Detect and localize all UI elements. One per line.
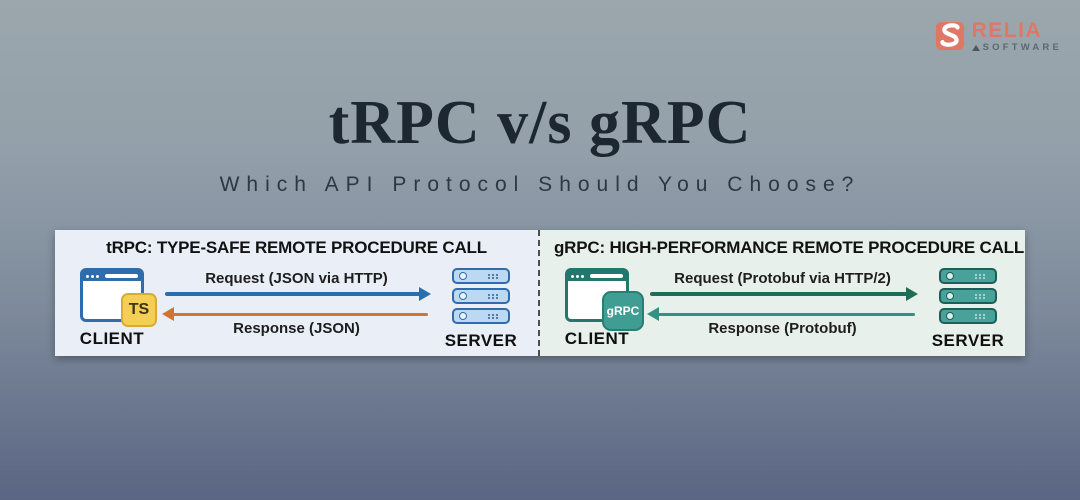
server-dots [488,314,490,316]
server-unit [939,288,997,304]
titlebar-dot [576,274,579,278]
server-led [459,312,467,320]
server-dots [488,294,490,296]
server-dots [975,314,977,316]
server-led [946,272,954,280]
grpc-arrows: Request (Protobuf via HTTP/2) Response (… [640,270,925,351]
client-label: CLIENT [79,329,145,348]
browser-window-icon: gRPC [565,268,644,331]
relia-s-icon [935,22,964,51]
page-title: tRPC v/s gRPC [328,89,752,157]
server-led [459,292,467,300]
server-stack-icon [452,268,510,324]
server-label: SERVER [931,331,1005,350]
window-titlebar [83,271,141,281]
server-dots [975,294,977,296]
server-unit [939,268,997,284]
grpc-server: SERVER [925,268,1011,351]
response-arrow-icon [165,312,428,316]
client-label: CLIENT [564,329,630,348]
logo-triangle-icon [971,44,980,51]
server-dots [488,274,490,276]
grpc-heading: gRPC: HIGH-PERFORMANCE REMOTE PROCEDURE … [554,238,1025,257]
server-unit [452,308,510,324]
trpc-flow: TS CLIENT Request (JSON via HTTP) Respon… [69,268,524,351]
titlebar-dot [86,274,89,278]
grpc-response-label: Response (Protobuf) [708,320,857,337]
server-stack-icon [939,268,997,324]
titlebar-bar [105,274,138,278]
page-subtitle: Which API Protocol Should You Choose? [219,173,861,196]
relia-software-logo: RELIA SOFTWARE [935,20,1062,53]
titlebar-bar [590,274,623,278]
trpc-arrows: Request (JSON via HTTP) Response (JSON) [155,270,438,351]
grpc-flow: gRPC CLIENT Request (Protobuf via HTTP/2… [554,268,1011,351]
response-arrow-icon [650,312,915,316]
comparison-panel: tRPC: TYPE-SAFE REMOTE PROCEDURE CALL TS… [55,230,1025,356]
grpc-section: gRPC: HIGH-PERFORMANCE REMOTE PROCEDURE … [540,230,1025,356]
server-dots [975,274,977,276]
title-block: tRPC v/s gRPC Which API Protocol Should … [0,88,1080,197]
server-led [459,272,467,280]
server-unit [452,288,510,304]
server-unit [939,308,997,324]
server-led [946,292,954,300]
titlebar-dot [91,274,94,278]
titlebar-dot [581,274,584,278]
trpc-request-label: Request (JSON via HTTP) [205,270,388,287]
grpc-client: gRPC CLIENT [554,268,644,351]
trpc-section: tRPC: TYPE-SAFE REMOTE PROCEDURE CALL TS… [55,230,540,356]
request-arrow-icon [165,292,428,296]
grpc-request-label: Request (Protobuf via HTTP/2) [674,270,891,287]
browser-window-icon: TS [80,268,157,327]
server-led [946,312,954,320]
grpc-badge: gRPC [602,291,644,331]
window-titlebar [568,271,626,281]
trpc-client: TS CLIENT [69,268,157,351]
titlebar-dot [96,274,99,278]
trpc-server: SERVER [438,268,524,351]
server-label: SERVER [444,331,518,350]
logo-brand-name: RELIA [971,19,1043,42]
request-arrow-icon [650,292,915,296]
logo-tagline: SOFTWARE [982,42,1062,53]
server-unit [452,268,510,284]
titlebar-dot [571,274,574,278]
typescript-badge: TS [121,293,157,327]
trpc-heading: tRPC: TYPE-SAFE REMOTE PROCEDURE CALL [106,238,487,257]
trpc-response-label: Response (JSON) [233,320,360,337]
